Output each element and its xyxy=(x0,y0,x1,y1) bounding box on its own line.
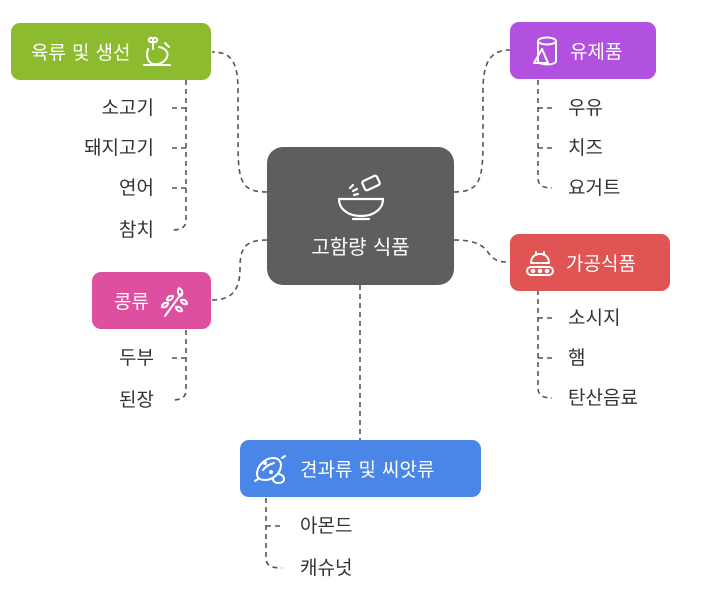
category-nuts-seeds-label: 견과류 및 씨앗류 xyxy=(300,459,435,481)
leaf-item: 참치 xyxy=(119,219,154,241)
leaf-item: 소고기 xyxy=(101,97,154,119)
leaf-item: 연어 xyxy=(119,177,154,199)
chicken-leg-icon xyxy=(143,36,172,66)
category-processed[interactable]: 가공식품 xyxy=(510,234,670,291)
category-meat-fish-label: 육류 및 생선 xyxy=(31,42,131,64)
conveyor-food-icon xyxy=(526,250,554,276)
nuts-icon xyxy=(254,454,286,484)
category-dairy-label: 유제품 xyxy=(570,41,623,63)
category-dairy[interactable]: 유제품 xyxy=(510,22,656,79)
leaf-item: 돼지고기 xyxy=(84,137,154,159)
leaf-item: 햄 xyxy=(568,347,586,369)
category-nuts-seeds[interactable]: 견과류 및 씨앗류 xyxy=(240,440,481,497)
leaf-item: 치즈 xyxy=(568,137,603,159)
grain-icon xyxy=(160,286,188,317)
leaf-item: 탄산음료 xyxy=(568,387,638,409)
leaf-item: 아몬드 xyxy=(300,515,353,537)
category-legumes-label: 콩류 xyxy=(114,291,149,313)
salt-shaker-bowl-icon xyxy=(337,174,384,220)
category-processed-label: 가공식품 xyxy=(566,253,636,275)
milk-cheese-icon xyxy=(533,36,557,65)
center-label: 고함량 식품 xyxy=(311,234,410,259)
category-legumes[interactable]: 콩류 xyxy=(92,272,211,329)
leaf-item: 두부 xyxy=(119,347,154,369)
category-meat-fish[interactable]: 육류 및 생선 xyxy=(11,23,211,80)
leaf-item: 요거트 xyxy=(568,177,621,199)
leaf-item: 우유 xyxy=(568,97,603,119)
leaf-item: 캐슈넛 xyxy=(300,557,353,579)
center-node[interactable]: 고함량 식품 xyxy=(267,147,454,285)
leaf-item: 된장 xyxy=(119,389,154,411)
leaf-item: 소시지 xyxy=(568,307,621,329)
